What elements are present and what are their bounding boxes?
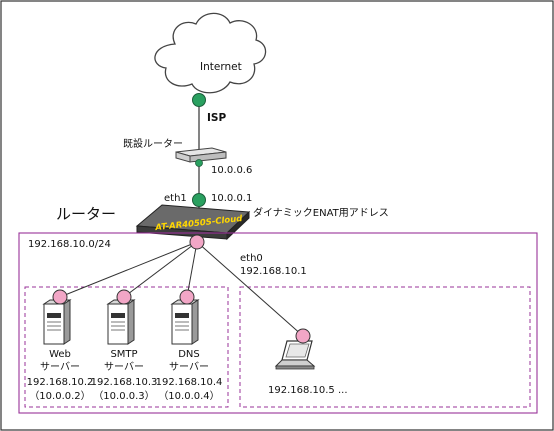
client-group xyxy=(239,286,531,408)
dns-server-node xyxy=(179,289,195,305)
existing-router-label: 既設ルーター xyxy=(123,137,183,150)
laptop-icon xyxy=(274,340,316,370)
web-server-nat-ip: （10.0.0.2） xyxy=(29,390,90,402)
web-server-icon xyxy=(42,299,72,345)
router-title: ルーター xyxy=(56,205,116,223)
eth0-ip: 192.168.10.1 xyxy=(240,266,307,277)
eth0-label: eth0 xyxy=(240,253,263,264)
existing-router-port xyxy=(195,159,203,167)
subnet-label: 192.168.10.0/24 xyxy=(28,239,111,250)
dns-server-role: サーバー xyxy=(169,361,209,373)
smtp-server-name: SMTP xyxy=(110,349,137,360)
web-server-node xyxy=(52,289,68,305)
lan-links xyxy=(59,241,304,337)
eth1-ip: 10.0.0.1 xyxy=(211,193,252,204)
internet-label: Internet xyxy=(200,61,242,73)
eth1-node xyxy=(192,193,206,207)
dns-server-nat-ip: （10.0.0.4） xyxy=(158,390,219,402)
eth1-label: eth1 xyxy=(164,193,187,204)
dynamic-enat-label: ダイナミックENAT用アドレス xyxy=(253,206,389,219)
web-server-role: サーバー xyxy=(40,361,80,373)
smtp-server-nat-ip: （10.0.0.3） xyxy=(93,390,154,402)
smtp-server-role: サーバー xyxy=(104,361,144,373)
lan-boundary xyxy=(18,232,538,414)
isp-node xyxy=(192,93,206,107)
internet-cloud-icon xyxy=(154,12,267,94)
client-node xyxy=(295,328,311,344)
smtp-server-ip: 192.168.10.3 xyxy=(91,377,158,388)
dns-server-name: DNS xyxy=(178,349,200,360)
web-server-name: Web xyxy=(49,349,71,360)
isp-label: ISP xyxy=(207,112,226,124)
dns-server-ip: 192.168.10.4 xyxy=(156,377,223,388)
smtp-server-node xyxy=(116,289,132,305)
server-group xyxy=(24,286,229,408)
client-ip: 192.168.10.5 ... xyxy=(268,385,348,396)
web-server-ip: 192.168.10.2 xyxy=(27,377,94,388)
dns-server-icon xyxy=(170,299,200,345)
smtp-server-icon xyxy=(106,299,136,345)
existing-router-ip: 10.0.0.6 xyxy=(211,165,252,176)
eth0-node xyxy=(189,234,205,250)
